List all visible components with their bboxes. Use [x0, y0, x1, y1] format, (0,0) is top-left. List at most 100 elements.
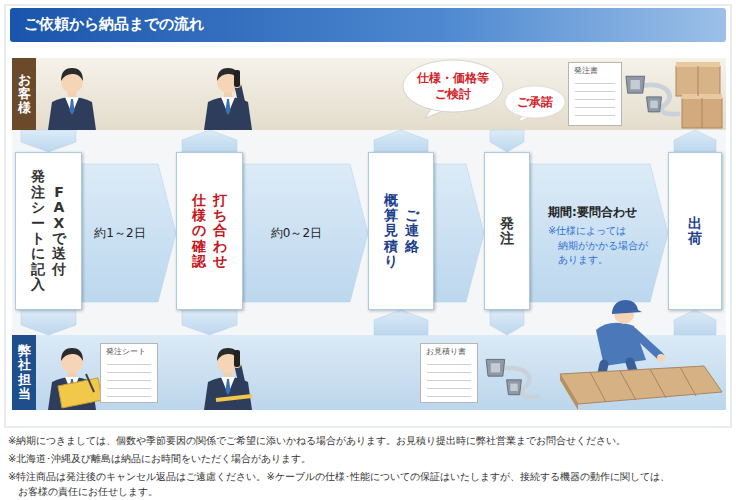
flow-arrow — [243, 164, 368, 302]
document-line — [427, 364, 471, 365]
frame — [5, 5, 731, 427]
band-label-strip: お客様 — [12, 58, 36, 130]
bubble-text: 仕様・価格等 ご検討 — [411, 70, 495, 102]
edge-label: 約0～2日 — [271, 225, 322, 242]
customer-phone-figure — [204, 68, 252, 130]
step-text: 仕様の確認 — [192, 193, 206, 270]
customer-phone-figure — [238, 86, 242, 104]
flow-arrow — [674, 130, 716, 152]
document-line — [107, 372, 151, 373]
document-line — [575, 115, 615, 116]
flow-arrow — [530, 164, 668, 302]
worker-figure — [634, 332, 660, 356]
staff-phone-figure — [204, 348, 252, 410]
bands — [12, 130, 726, 335]
edge-label: 約1～2日 — [94, 225, 145, 242]
flow-arrow — [374, 310, 428, 335]
footnote: ※納期につきましては、個数や季節要因の関係でご希望に添いかねる場合があります。お… — [8, 434, 626, 449]
staff-cable — [486, 359, 540, 397]
frame — [10, 8, 726, 42]
document-line — [107, 396, 151, 397]
document-line — [427, 388, 471, 389]
document-title: 発注書 — [574, 66, 616, 76]
process-box: ご連絡概算見積り — [368, 152, 434, 310]
document-line — [427, 380, 471, 381]
document-line — [575, 91, 615, 92]
customer-cable — [626, 76, 680, 114]
cardboard-boxes — [682, 98, 722, 128]
staff-phone-figure — [234, 350, 240, 367]
document-title: 発注シート — [106, 347, 152, 357]
band-label: お客様 — [18, 73, 31, 116]
conveyor-tray — [620, 371, 636, 400]
cardboard-boxes — [676, 62, 722, 128]
staff-figure — [48, 348, 102, 410]
band-label: 弊社担当 — [18, 344, 31, 401]
flow-arrow — [182, 310, 237, 335]
edge-label: 期間:要問合わせ — [548, 204, 637, 221]
staff-phone-figure — [204, 348, 252, 410]
flow-arrow — [674, 310, 716, 335]
bubble-body — [403, 60, 503, 112]
frame — [5, 5, 731, 427]
flow-arrow — [21, 130, 76, 152]
worker-figure — [657, 354, 665, 362]
bands — [12, 58, 726, 410]
staff-figure — [86, 374, 94, 392]
flow-arrow — [490, 310, 524, 335]
customer-figure — [48, 68, 96, 130]
bubble-body — [505, 86, 565, 118]
cardboard-boxes — [698, 66, 699, 96]
speech-bubble: ご承諾 — [505, 86, 565, 118]
conveyor-tray — [680, 367, 696, 396]
document: 発注書 — [568, 62, 622, 126]
customer-phone-figure — [204, 68, 252, 130]
flow-arrow — [490, 130, 524, 152]
process-box: 発注 — [484, 152, 530, 310]
conveyor-tray — [590, 372, 606, 402]
flow-arrow — [434, 164, 484, 302]
step-text: 打ち合わせ — [213, 193, 227, 270]
document-line — [107, 364, 151, 365]
document-line — [427, 396, 471, 397]
conveyor-tray — [560, 366, 722, 410]
document-line — [575, 83, 615, 84]
cardboard-boxes — [676, 66, 720, 96]
footnote: ※北海道･沖縄及び離島は納品にお時間をいただく場合があります。 — [8, 452, 311, 467]
customer-cable — [626, 76, 680, 114]
bubble-outline — [403, 60, 503, 112]
document-line — [107, 380, 151, 381]
step-text: 発注シートに記入 — [31, 169, 45, 292]
footnote: ※特注商品は発注後のキャンセル返品はご遠慮ください。※ケーブルの仕様･性能につい… — [8, 470, 728, 499]
step-text: 発注 — [500, 216, 514, 247]
staff-phone-figure — [238, 366, 242, 384]
step-text: 概算見積り — [384, 193, 398, 270]
conveyor-tray — [560, 366, 722, 404]
document-line — [107, 388, 151, 389]
cardboard-boxes — [702, 98, 703, 128]
staff-figure — [58, 378, 102, 408]
step-text: FAXで送付 — [52, 185, 66, 277]
band-label-strip: 弊社担当 — [12, 335, 36, 410]
document-line — [575, 107, 615, 108]
customer-band: お客様 仕様・価格等 ご検討ご承諾 発注書 — [12, 58, 726, 130]
customer-phone-figure — [234, 70, 240, 87]
flow-arrow — [82, 164, 176, 302]
document: 発注シート — [100, 343, 158, 403]
flow-arrow — [374, 130, 428, 152]
conveyor-tray — [560, 374, 578, 410]
step-text: ご連絡 — [405, 208, 419, 254]
process-box: 出荷 — [668, 152, 722, 310]
document-line — [575, 99, 615, 100]
flow-arrow — [182, 130, 237, 152]
document-title: お見積り書 — [426, 347, 472, 357]
bubble-text: ご承諾 — [517, 94, 553, 110]
worker-figure — [612, 300, 642, 314]
conveyor-tray — [650, 369, 666, 398]
speech-bubble: 仕様・価格等 ご検討 — [403, 60, 503, 112]
document: お見積り書 — [420, 343, 478, 403]
document-line — [427, 372, 471, 373]
process-box: 打ち合わせ仕様の確認 — [176, 152, 243, 310]
bands — [12, 58, 726, 130]
